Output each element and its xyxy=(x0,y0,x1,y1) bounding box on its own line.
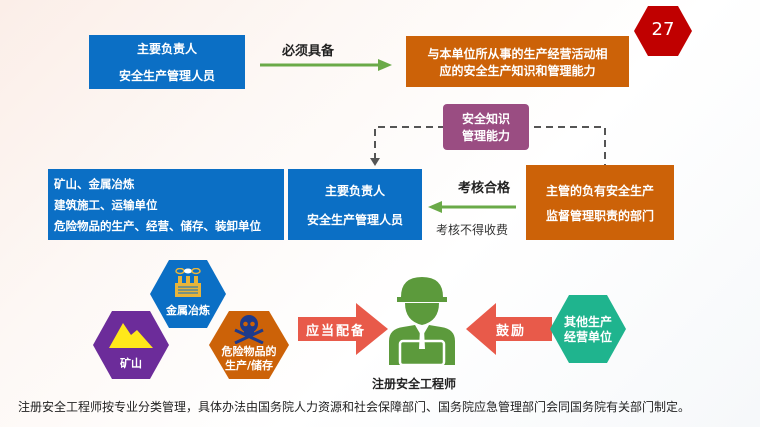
arrow-label: 应当配备 xyxy=(306,324,367,339)
no-fee-label: 考核不得收费 xyxy=(436,223,509,237)
competence-box: 与本单位所从事的生产经营活动相 应的安全生产知识和管理能力 xyxy=(406,36,629,87)
box-line: 安全生产管理人员 xyxy=(306,212,403,227)
hex-label: 矿山 xyxy=(120,357,142,370)
engineer-label: 注册安全工程师 xyxy=(372,377,457,391)
mountain-icon xyxy=(109,323,153,348)
box-line: 安全生产管理人员 xyxy=(118,69,215,83)
page-number-badge: 27 xyxy=(634,6,692,56)
hex-mine: 矿山 xyxy=(93,311,169,379)
industry-line: 建筑施工、运输单位 xyxy=(54,197,158,212)
footnote: 注册安全工程师按专业分类管理，具体办法由国务院人力资源和社会保障部门、国务院应急… xyxy=(18,400,691,414)
box-line: 主要负责人 xyxy=(324,183,385,198)
exam-passed-label: 考核合格 xyxy=(458,181,511,196)
hex-other-units: 其他生产 经营单位 xyxy=(550,295,626,363)
page-number: 27 xyxy=(651,19,675,40)
hex-label: 其他生产 xyxy=(563,315,612,329)
box-line: 管理能力 xyxy=(461,129,510,143)
box-line: 安全知识 xyxy=(461,112,510,126)
box-line: 主要负责人 xyxy=(136,42,197,56)
safety-engineer-icon xyxy=(389,277,455,367)
arrow-label: 鼓励 xyxy=(496,324,527,339)
box-line: 与本单位所从事的生产经营活动相 xyxy=(427,46,608,61)
hex-metal-smelting: 金属冶炼 xyxy=(150,260,226,328)
must-have-label: 必须具备 xyxy=(282,44,335,59)
hex-label: 金属冶炼 xyxy=(166,304,210,317)
industry-line: 矿山、金属冶炼 xyxy=(54,176,135,191)
hex-label: 生产/储存 xyxy=(224,359,274,372)
hex-label: 经营单位 xyxy=(563,330,612,344)
middle-persons-box: 主要负责人 安全生产管理人员 xyxy=(288,169,422,240)
supervision-dept-box: 主管的负有安全生产 监督管理职责的部门 xyxy=(526,165,674,240)
hex-label: 危险物品的 xyxy=(221,345,277,358)
skull-crossbones-icon xyxy=(234,315,264,344)
industry-line: 危险物品的生产、经营、储存、装卸单位 xyxy=(54,218,261,233)
box-line: 主管的负有安全生产 xyxy=(545,183,654,198)
industries-box: 矿山、金属冶炼 建筑施工、运输单位 危险物品的生产、经营、储存、装卸单位 xyxy=(48,169,284,240)
box-line: 监督管理职责的部门 xyxy=(545,208,654,223)
hexagon-shape xyxy=(634,6,692,56)
knowledge-box: 安全知识 管理能力 xyxy=(443,104,529,150)
hex-dangerous-goods: 危险物品的 生产/储存 xyxy=(209,311,289,379)
top-persons-box: 主要负责人 安全生产管理人员 xyxy=(89,35,245,89)
should-equip-arrow: 应当配备 xyxy=(298,303,388,355)
right-arrow-icon xyxy=(260,59,392,71)
box-line: 应的安全生产知识和管理能力 xyxy=(439,63,596,78)
left-arrow-icon xyxy=(428,201,516,213)
encourage-arrow: 鼓励 xyxy=(466,303,552,355)
factory-icon xyxy=(175,268,201,297)
